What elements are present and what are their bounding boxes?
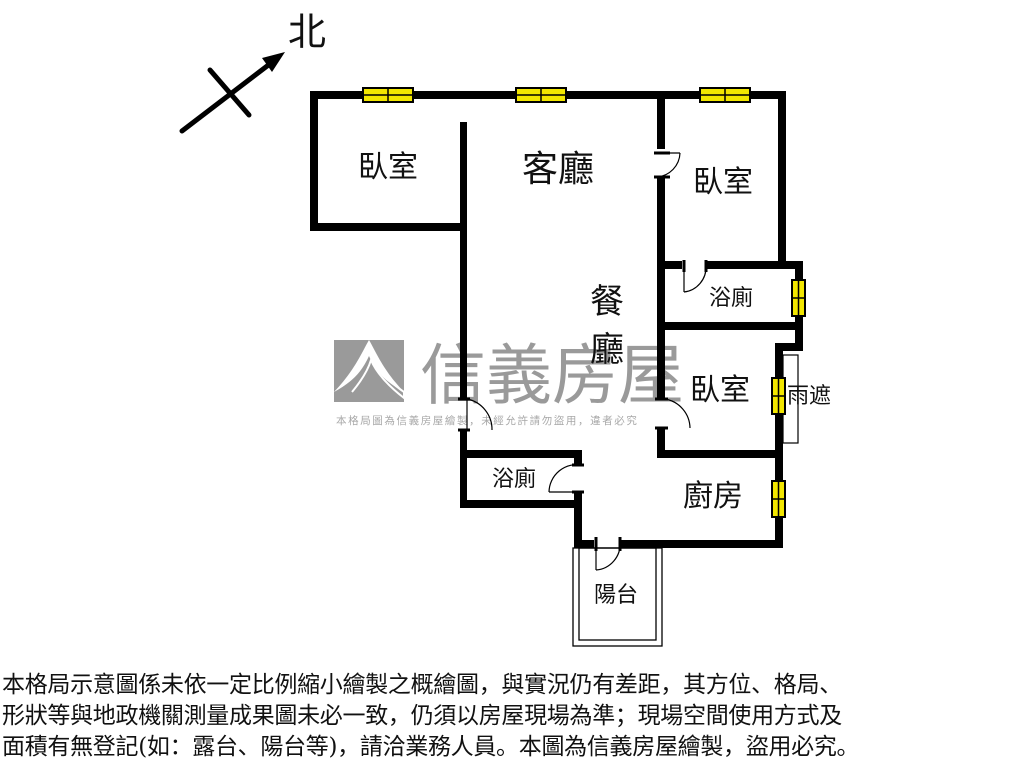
door-icon — [594, 537, 622, 571]
watermark-brand: 信義房屋 — [420, 337, 684, 414]
room-label-bedroom-e: 臥室 — [690, 373, 750, 408]
windows — [362, 87, 806, 518]
watermark: 信義房屋 本格局圖為信義房屋繪製，未經允許請勿盜用，違者必究 — [334, 337, 684, 427]
window-icon — [699, 87, 751, 103]
window-icon — [771, 377, 786, 415]
watermark-subtitle: 本格局圖為信義房屋繪製，未經允許請勿盜用，違者必究 — [336, 414, 639, 427]
window-icon — [362, 87, 414, 103]
door-icon — [548, 463, 584, 494]
room-label-kitchen: 廚房 — [683, 479, 743, 514]
north-arrow-icon — [179, 52, 285, 134]
room-label-living-room: 客廳 — [522, 149, 594, 190]
sinyi-roof-logo-icon — [334, 340, 405, 402]
window-icon — [791, 279, 806, 317]
compass-label: 北 — [288, 10, 326, 54]
room-label-bedroom-nw: 臥室 — [358, 150, 418, 185]
room-label-dining-2: 廳 — [590, 330, 624, 370]
door-icon — [654, 151, 681, 179]
room-label-balcony: 陽台 — [594, 583, 638, 608]
disclaimer-line-1: 本格局示意圖係未依一定比例縮小繪製之概繪圖，與實況仍有差距，其方位、格局、 — [2, 672, 842, 698]
room-label-dining-1: 餐 — [590, 282, 624, 322]
room-label-awning: 雨遮 — [787, 384, 831, 409]
floor-plan: 北 信義房屋 本格局圖為信義房屋繪製，未經允許請勿盜用，違者必究 — [179, 10, 831, 647]
door-icon — [682, 260, 708, 293]
disclaimer: 本格局示意圖係未依一定比例縮小繪製之概繪圖，與實況仍有差距，其方位、格局、 形狀… — [2, 670, 1024, 763]
room-label-bedroom-ne: 臥室 — [693, 165, 753, 200]
disclaimer-line-3: 面積有無登記(如：露台、陽台等)，請洽業務人員。本圖為信義房屋繪製，盜用必究。 — [2, 734, 860, 760]
door-icon — [458, 397, 493, 432]
window-icon — [771, 480, 786, 518]
door-icon — [655, 397, 691, 430]
doors — [458, 151, 708, 571]
room-label-bathroom-w: 浴廁 — [492, 467, 536, 492]
balcony-outline — [572, 547, 663, 647]
disclaimer-line-2: 形狀等與地政機關測量成果圖未必一致，仍須以房屋現場為準；現場空間使用方式及 — [2, 703, 842, 729]
window-icon — [515, 87, 567, 103]
room-label-bathroom-e: 浴廁 — [709, 286, 753, 311]
